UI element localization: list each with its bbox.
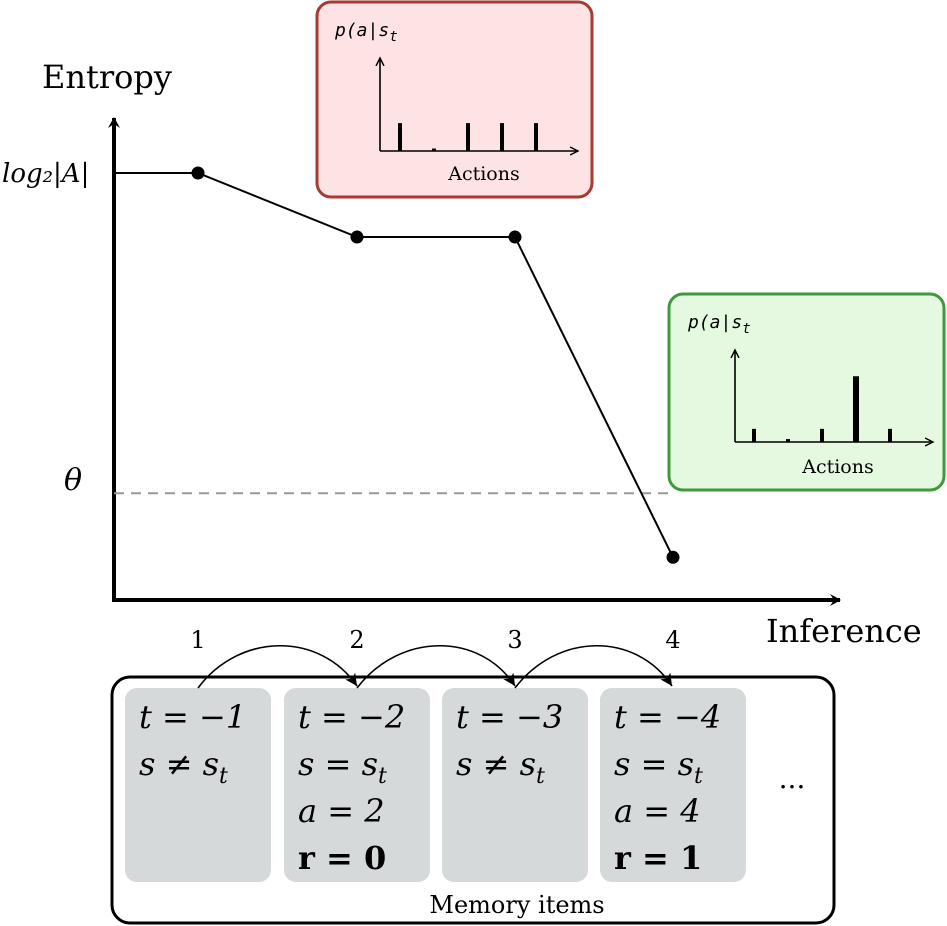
memory-panel: t = −1s ≠ stt = −2s = sta = 2r = 0t = −3… xyxy=(110,675,836,925)
arrow-3-to-4 xyxy=(514,645,673,689)
x-axis-label: Inference xyxy=(766,612,922,650)
inset-high-entropy: p(a|st Actions xyxy=(315,0,594,199)
y-axis-label: Entropy xyxy=(42,58,172,96)
memory-item-2-line-3: a = 2 xyxy=(298,792,385,830)
inset-low-entropy-box xyxy=(667,292,946,492)
memory-item-3 xyxy=(442,688,588,882)
x-tick-1: 1 xyxy=(190,626,205,654)
memory-item-3-line-2: s ≠ st xyxy=(456,745,545,789)
threshold-label: θ xyxy=(64,463,82,498)
inset-high-entropy-xlabel: Actions xyxy=(447,163,520,185)
memory-item-2 xyxy=(284,688,430,882)
x-tick-4: 4 xyxy=(665,626,680,654)
inset-low-bars xyxy=(752,376,892,442)
inset-low-entropy-title: p(a|st xyxy=(687,312,751,337)
memory-item-2-line-4: r = 0 xyxy=(298,839,386,877)
memory-items: t = −1s ≠ stt = −2s = sta = 2r = 0t = −3… xyxy=(125,688,746,882)
entropy-point-3 xyxy=(508,230,522,244)
arrow-1-to-2 xyxy=(197,645,358,689)
memory-item-4-line-4: r = 1 xyxy=(614,839,702,877)
memory-item-4-line-3: a = 4 xyxy=(614,792,701,830)
memory-item-2-line-2: s = st xyxy=(298,745,387,789)
memory-item-1 xyxy=(125,688,271,882)
entropy-point-4 xyxy=(666,550,680,564)
inset-high-entropy-box xyxy=(315,0,594,199)
memory-item-4 xyxy=(600,688,746,882)
memory-item-2-line-1: t = −2 xyxy=(298,698,405,736)
x-tick-labels: 1 2 3 4 xyxy=(190,626,680,654)
memory-ellipsis: ... xyxy=(779,762,806,795)
entropy-point-1 xyxy=(191,166,205,180)
x-tick-3: 3 xyxy=(507,626,522,654)
memory-item-1-line-2: s ≠ st xyxy=(139,745,228,789)
memory-item-3-line-1: t = −3 xyxy=(456,698,563,736)
memory-item-4-line-2: s = st xyxy=(614,745,703,789)
entropy-series xyxy=(114,166,680,564)
entropy-point-2 xyxy=(350,230,364,244)
memory-arrows xyxy=(197,645,673,689)
memory-item-4-line-1: t = −4 xyxy=(614,698,721,736)
y-max-label: log₂|A| xyxy=(2,159,89,189)
inset-low-entropy: p(a|st Actions xyxy=(667,292,946,492)
arrow-2-to-3 xyxy=(356,645,516,689)
entropy-line xyxy=(114,172,674,558)
memory-item-1-line-1: t = −1 xyxy=(139,698,246,736)
memory-label: Memory items xyxy=(429,891,604,919)
inset-high-entropy-title: p(a|st xyxy=(334,20,398,45)
x-tick-2: 2 xyxy=(349,626,364,654)
inset-high-bars xyxy=(398,123,538,151)
inset-low-entropy-xlabel: Actions xyxy=(801,456,874,478)
